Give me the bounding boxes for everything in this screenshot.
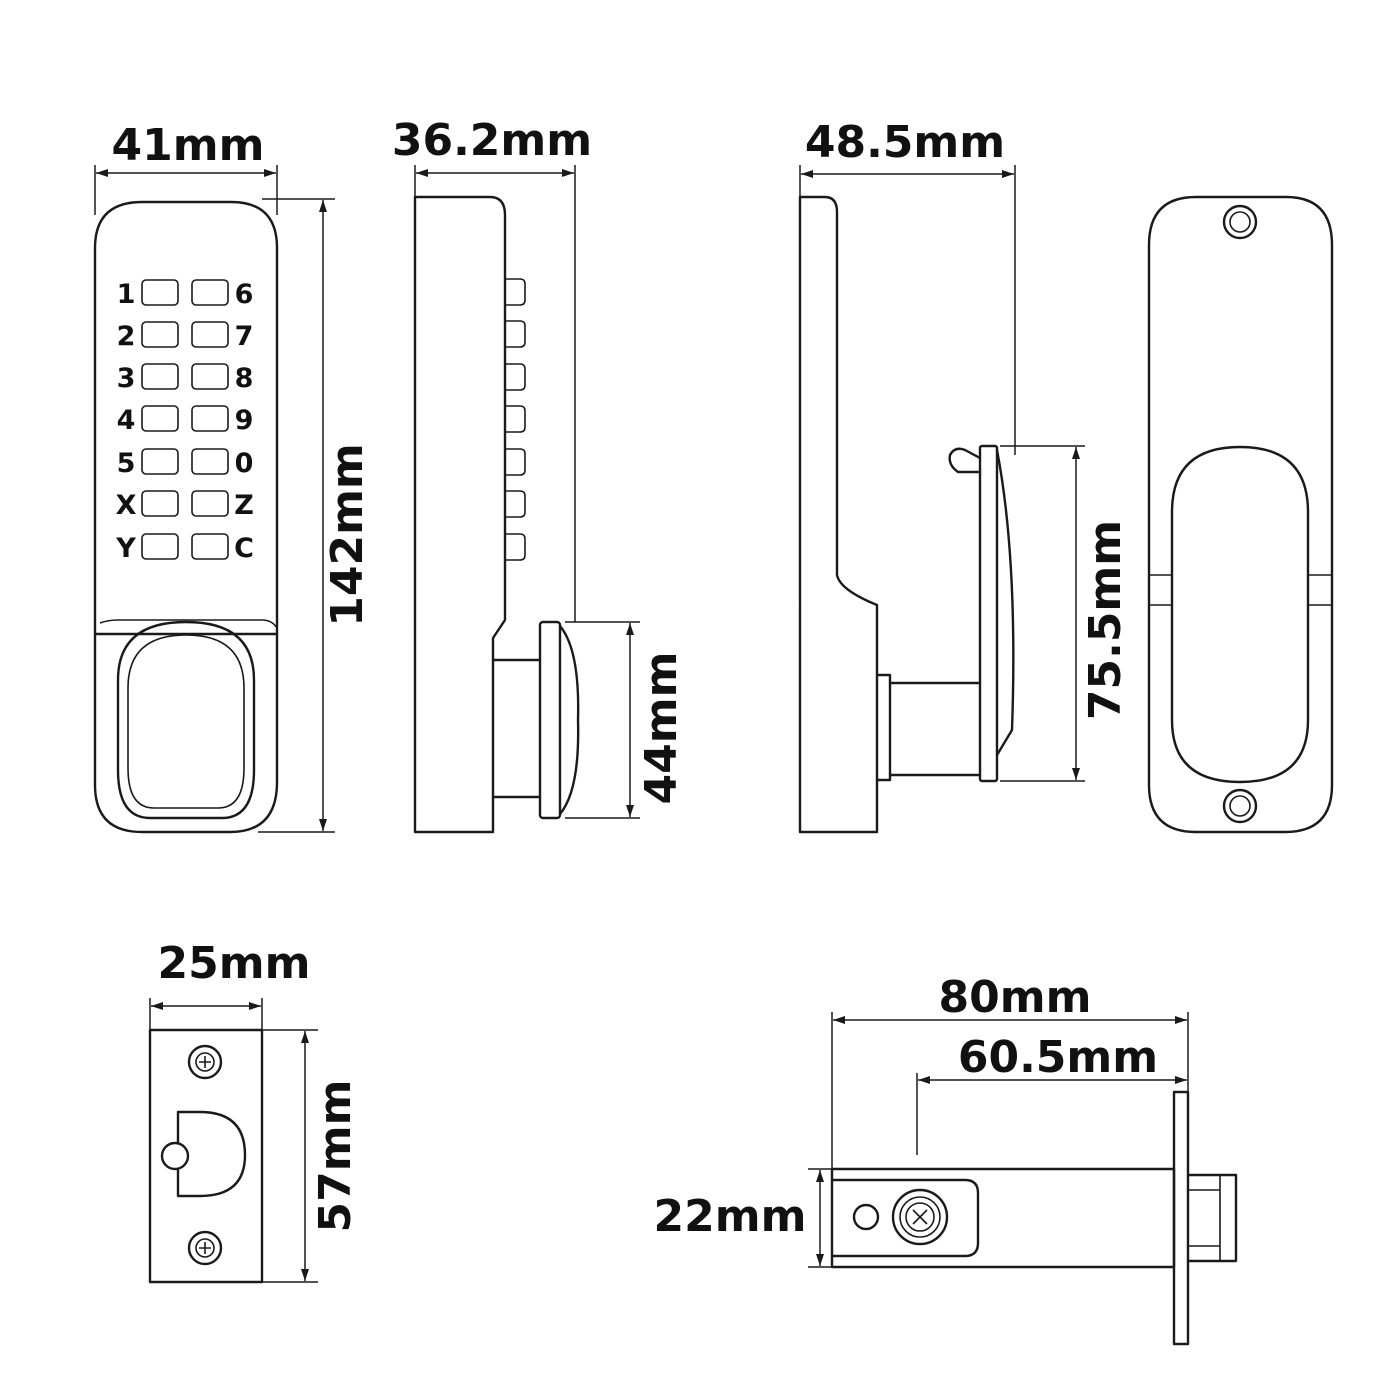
back-spindle [888,681,982,777]
dim-label-front-height: 142mm [322,443,373,627]
key-button[interactable] [141,363,179,390]
dim-label-knob-height: 44mm [636,652,687,805]
dim-label-handle-height: 75.5mm [1080,520,1131,720]
key-label: 6 [235,279,254,310]
side-key-button [505,448,526,476]
dim-label-latch-height: 22mm [654,1191,807,1242]
side-knob-plate [538,620,562,820]
back-lever-hook [948,447,982,474]
front-body-outline [93,200,279,834]
latch-spindle-hole-core [905,1202,935,1232]
key-button[interactable] [191,490,229,517]
dim-label-strike-width: 25mm [158,938,311,989]
screw-hole-top-inner [1229,211,1251,233]
back-lever-outline [1170,445,1310,784]
latch-view: 80mm 60.5mm 22mm [654,972,1238,1346]
strike-screw-top-inner [195,1052,215,1072]
side-key-button [505,278,526,306]
strike-screw-top [187,1044,223,1080]
key-label: 8 [235,363,254,394]
side-key-button [505,533,526,561]
key-label: 1 [117,279,136,310]
back-lever-axis-lines [1149,574,1332,606]
screw-hole-bottom-inner [1229,795,1251,817]
key-label: 0 [235,448,254,479]
side-spindle [491,658,542,799]
dim-label-side-depth: 36.2mm [392,115,592,166]
key-label: 3 [117,363,136,394]
latch-spindle-hole-inner [899,1196,941,1238]
key-button[interactable] [141,448,179,475]
side-body-outline [413,195,507,834]
back-side-view: 48.5mm 75.5mm [798,117,1131,834]
strike-tab [160,1141,190,1171]
latch-faceplate [1172,1090,1190,1346]
key-button[interactable] [191,533,229,560]
key-button[interactable] [141,490,179,517]
side-key-button [505,363,526,391]
back-view [1147,195,1334,834]
strike-screw-bottom-cross [199,1242,211,1254]
key-button[interactable] [141,321,179,348]
dim-label-strike-height: 57mm [310,1080,361,1233]
side-knob-dome [558,624,580,816]
key-label: 5 [117,448,136,479]
latch-spindle-cross [912,1209,928,1225]
key-button[interactable] [141,533,179,560]
key-label: 7 [235,321,254,352]
latch-spindle-hole [891,1188,949,1246]
key-label: X [116,490,137,521]
dim-label-latch-backset: 60.5mm [958,1032,1158,1083]
keypad-buttons [141,279,229,560]
dim-label-front-width: 41mm [112,120,265,171]
key-button[interactable] [141,279,179,306]
back-lever-plate [978,444,999,783]
side-key-button [505,405,526,433]
side-view: 36.2mm 44mm [392,115,687,834]
latch-bolt-tongue [1186,1173,1238,1263]
back-spindle-collar [875,673,892,782]
latch-bolt-outline [830,1178,980,1258]
side-key-button [505,320,526,348]
front-knob-inner [127,634,245,809]
key-label: C [234,533,254,564]
key-button[interactable] [191,405,229,432]
dim-label-latch-length: 80mm [939,972,1092,1023]
screw-hole-top [1222,204,1258,240]
back-body-outline [798,195,879,834]
side-key-button [505,490,526,518]
key-label: Z [234,490,254,521]
front-knob-outer [116,620,256,820]
key-button[interactable] [191,363,229,390]
key-button[interactable] [191,321,229,348]
dim-label-back-depth: 48.5mm [805,117,1005,168]
strike-screw-bottom [187,1230,223,1266]
key-button[interactable] [141,405,179,432]
back-lever-curve [995,448,1015,757]
key-button[interactable] [191,448,229,475]
strike-plate-view: 25mm 57mm [148,938,361,1284]
keypad-labels: 1 2 3 4 5 X Y 6 7 8 9 0 Z C [115,279,254,564]
strike-screw-top-cross [199,1056,211,1068]
key-label: Y [115,533,136,564]
latch-bolt-tongue-detail [1188,1175,1221,1261]
strike-screw-bottom-inner [195,1238,215,1258]
front-view: 1 2 3 4 5 X Y 6 7 8 9 0 Z C 41mm 142mm [93,120,373,834]
front-knob-separator-top [99,619,278,629]
key-button[interactable] [191,279,229,306]
latch-small-hole [852,1203,880,1231]
back-plate-outline [1147,195,1334,834]
key-label: 9 [235,405,254,436]
latch-body [830,1167,1176,1269]
key-label: 2 [117,321,136,352]
strike-latch-opening [176,1110,247,1198]
screw-hole-bottom [1222,788,1258,824]
key-label: 4 [117,405,136,436]
strike-plate-outline [148,1028,264,1284]
